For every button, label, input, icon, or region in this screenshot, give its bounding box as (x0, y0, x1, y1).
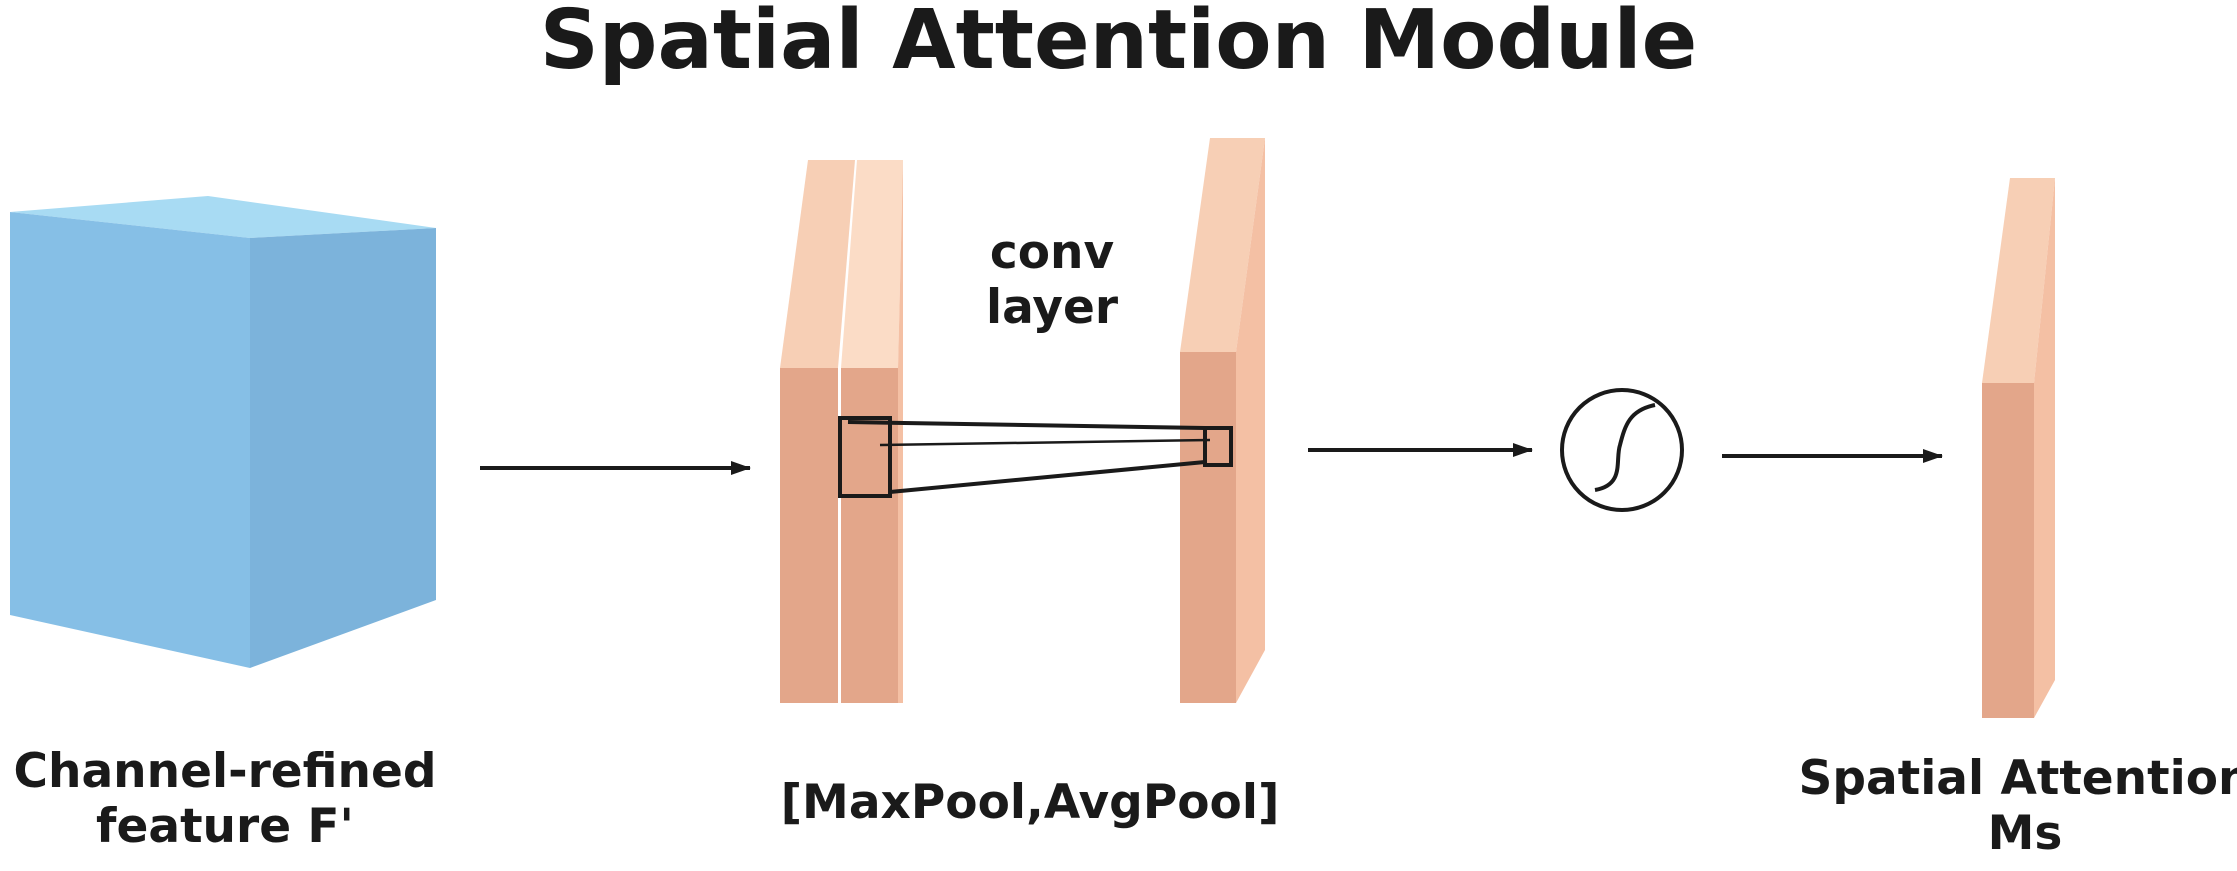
conv-label-line2: layer (985, 280, 1119, 336)
cube-front-face (10, 212, 250, 668)
conv-kernel (838, 416, 1233, 498)
maxpool-face (780, 368, 838, 703)
sigmoid-circle (1560, 388, 1684, 512)
maxpool-map (780, 160, 855, 703)
cube-top-face (10, 196, 436, 238)
input-label-line2: feature F' (96, 799, 354, 855)
conv-layer-label: conv layer (952, 225, 1152, 336)
output-label-line2: Ms (1987, 806, 2063, 862)
output-map-face (1982, 383, 2034, 718)
output-map-side (2034, 178, 2055, 718)
kernel-target-box (1203, 426, 1233, 467)
conv-map-side (1236, 138, 1265, 703)
kernel-projection-mid (879, 438, 1211, 447)
output-label-line1: Spatial Attention (1798, 751, 2237, 806)
conv-label-line1: conv (989, 225, 1115, 280)
output-map-edge (1982, 178, 2055, 383)
pooling-label: [MaxPool,AvgPool] (780, 775, 1280, 830)
kernel-projection-bottom (889, 460, 1206, 494)
diagram-title: Spatial Attention Module (539, 0, 1698, 88)
input-label-line1: Channel-refined (13, 744, 437, 799)
pooled-feature-maps (780, 160, 903, 703)
conv-output-map (1180, 138, 1265, 703)
input-feature-label: Channel-refined feature F' (0, 744, 450, 855)
conv-map-face (1180, 352, 1236, 703)
maxpool-edge (780, 160, 855, 368)
avgpool-map (841, 160, 903, 703)
output-label: Spatial Attention Ms (1780, 751, 2237, 862)
input-feature-cube (10, 196, 436, 668)
spatial-attention-map (1982, 178, 2055, 718)
sigmoid-curve (1594, 403, 1656, 492)
avgpool-front (841, 368, 898, 703)
kernel-projection-top (847, 420, 1206, 430)
sigmoid-icon (1560, 388, 1684, 512)
conv-map-edge (1180, 138, 1265, 352)
cube-side-face (250, 228, 436, 668)
avgpool-edge (841, 160, 903, 368)
avgpool-side (898, 160, 903, 703)
